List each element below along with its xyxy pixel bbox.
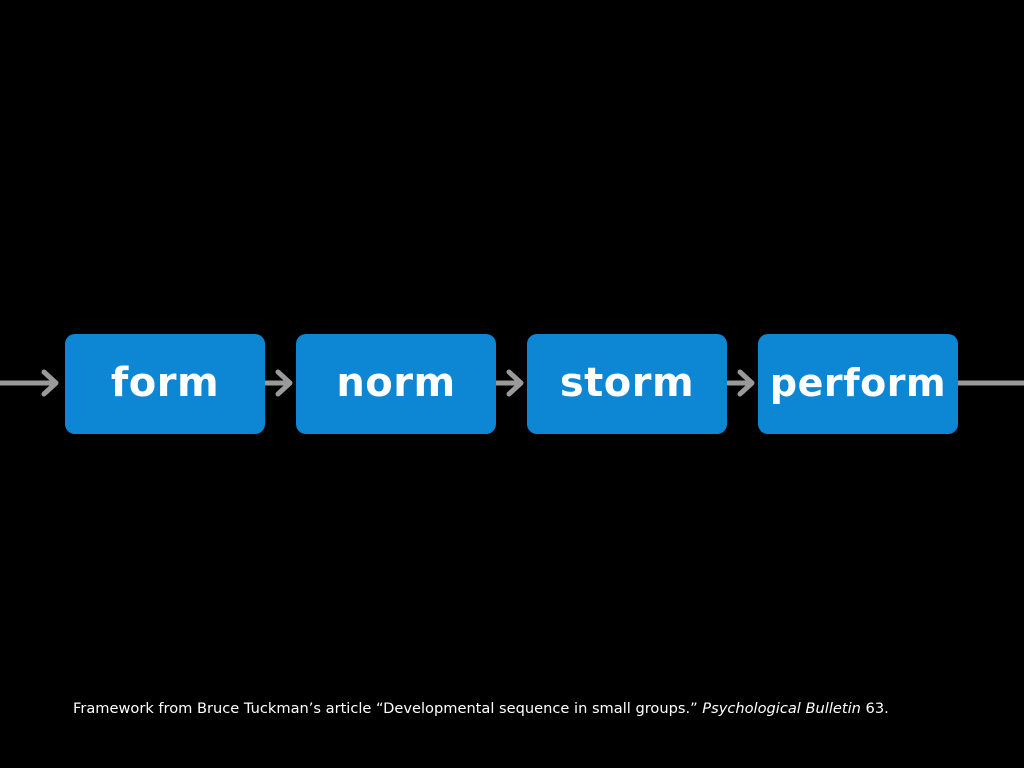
stage-perform-box: perform (758, 334, 958, 434)
stage-norm-label: norm (336, 360, 456, 406)
stage-norm-box: norm (296, 334, 496, 434)
stage-storm-box: storm (527, 334, 727, 434)
stage-form-label: form (110, 360, 220, 406)
incoming-arrow (0, 369, 59, 397)
stage-form-box: form (65, 334, 265, 434)
citation-footer: Framework from Bruce Tuckman’s article “… (73, 700, 889, 717)
arrow-norm-to-storm (496, 369, 524, 397)
stage-perform-label: perform (769, 361, 947, 405)
citation-volume: 63. (865, 700, 889, 717)
stage-storm-label: storm (559, 360, 695, 406)
arrow-storm-to-perform (727, 369, 755, 397)
citation-journal: Psychological Bulletin (702, 700, 861, 717)
arrow-form-to-norm (265, 369, 293, 397)
citation-lead: Framework from Bruce Tuckman’s article “… (73, 700, 698, 717)
